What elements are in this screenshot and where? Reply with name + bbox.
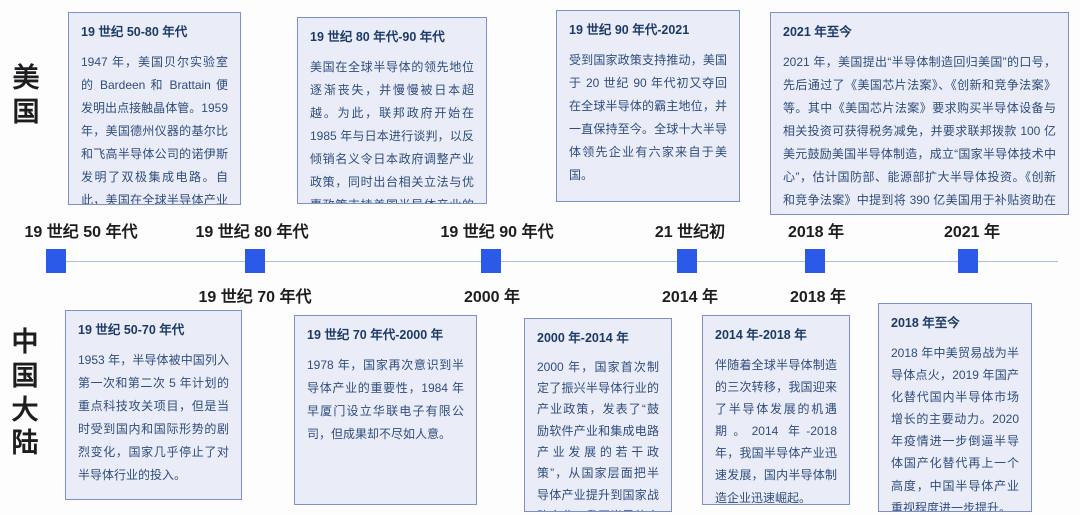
event-box-title: 19 世纪 50-80 年代 xyxy=(81,25,188,39)
timeline-label-above: 2018 年 xyxy=(787,224,845,241)
timeline-marker xyxy=(481,249,501,273)
china-event-box-2018-now: 2018 年至今 2018 年中美贸易战为半导体点火，2019 年国产化替代国内… xyxy=(878,303,1032,512)
event-box-body: 2018 年中美贸易战为半导体点火，2019 年国产化替代国内半导体市场增长的主… xyxy=(891,345,1019,512)
timeline-label-above: 19 世纪 90 年代 xyxy=(440,224,554,241)
china-event-box-1970s-2000: 19 世纪 70 年代-2000 年 1978 年，国家再次意识到半导体产业的重… xyxy=(294,315,477,505)
timeline-marker xyxy=(245,249,265,273)
us-event-box-1990s-2021: 19 世纪 90 年代-2021 受到国家政策支持推动，美国于 20 世纪 90… xyxy=(556,10,740,202)
event-box-body: 1953 年，半导体被中国列入第一次和第二次 5 年计划的重点科技攻关项目，但是… xyxy=(78,352,229,482)
timeline-label-below: 2000 年 xyxy=(463,289,521,306)
timeline-label-below: 19 世纪 70 年代 xyxy=(198,289,312,306)
timeline-axis xyxy=(55,261,1058,262)
us-event-box-1980s-90s: 19 世纪 80 年代-90 年代 美国在全球半导体的领先地位逐渐丧失，并慢慢被… xyxy=(297,17,487,204)
event-box-title: 19 世纪 90 年代-2021 xyxy=(569,23,690,37)
event-box-title: 19 世纪 80 年代-90 年代 xyxy=(310,30,445,44)
china-event-box-1950s-70s: 19 世纪 50-70 年代 1953 年，半导体被中国列入第一次和第二次 5 … xyxy=(65,310,242,500)
timeline-label-above: 19 世纪 50 年代 xyxy=(24,224,138,241)
timeline-marker xyxy=(46,249,66,273)
event-box-body: 1947 年，美国贝尔实验室的 Bardeen 和 Brattain 便发明出点… xyxy=(81,54,228,205)
timeline-label-above: 21 世纪初 xyxy=(654,224,726,241)
us-event-box-2021-now: 2021 年至今 2021 年，美国提出“半导体制造回归美国”的口号，先后通过了… xyxy=(770,12,1069,215)
timeline-marker xyxy=(958,249,978,273)
event-box-body: 美国在全球半导体的领先地位逐渐丧失，并慢慢被日本超越。为此，联邦政府开始在 19… xyxy=(310,59,474,204)
event-box-title: 2021 年至今 xyxy=(783,25,852,39)
event-box-body: 1978 年，国家再次意识到半导体产业的重要性，1984 年早厦门设立华联电子有… xyxy=(307,357,464,441)
timeline-marker xyxy=(805,249,825,273)
timeline-label-above: 19 世纪 80 年代 xyxy=(195,224,309,241)
us-event-box-1950s-80s: 19 世纪 50-80 年代 1947 年，美国贝尔实验室的 Bardeen 和… xyxy=(68,12,241,205)
event-box-title: 19 世纪 70 年代-2000 年 xyxy=(307,328,444,342)
timeline-label-above: 2021 年 xyxy=(943,224,1001,241)
event-box-body: 受到国家政策支持推动，美国于 20 世纪 90 年代初又夺回在全球半导体的霸主地… xyxy=(569,52,727,182)
event-box-body: 2000 年，国家首次制定了振兴半导体行业的产业政策，发表了“鼓励软件产业和集成… xyxy=(537,359,659,512)
us-region-label: 美国 xyxy=(12,63,40,127)
timeline-marker xyxy=(677,249,697,273)
timeline-label-below: 2018 年 xyxy=(789,289,847,306)
event-box-title: 2014 年-2018 年 xyxy=(715,328,807,342)
china-region-label: 中国大陆 xyxy=(11,327,39,459)
event-box-body: 伴随着全球半导体制造的三次转移，我国迎来了半导体发展的机遇期。2014 年-20… xyxy=(715,357,837,505)
china-event-box-2014-2018: 2014 年-2018 年 伴随着全球半导体制造的三次转移，我国迎来了半导体发展… xyxy=(702,315,850,505)
event-box-title: 19 世纪 50-70 年代 xyxy=(78,323,185,337)
event-box-title: 2000 年-2014 年 xyxy=(537,331,629,345)
event-box-body: 2021 年，美国提出“半导体制造回归美国”的口号，先后通过了《美国芯片法案》、… xyxy=(783,54,1056,207)
event-box-title: 2018 年至今 xyxy=(891,316,960,330)
timeline-label-below: 2014 年 xyxy=(661,289,719,306)
china-event-box-2000-2014: 2000 年-2014 年 2000 年，国家首次制定了振兴半导体行业的产业政策… xyxy=(524,318,672,512)
